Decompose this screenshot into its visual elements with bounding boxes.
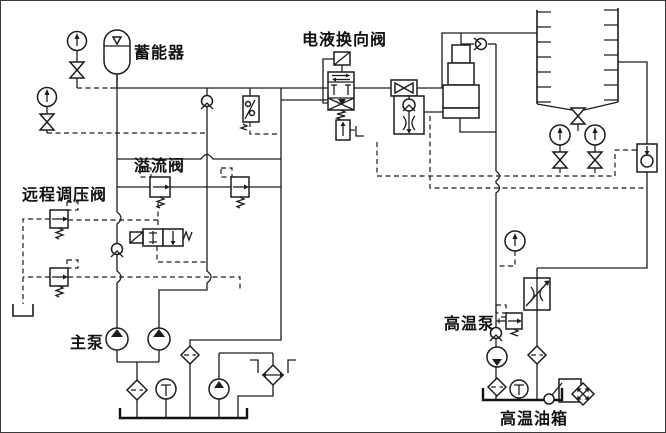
overhead-tank-symbol: [536, 8, 619, 131]
directional-valve-symbol: [327, 51, 364, 141]
gauge-valve-pair: [584, 124, 606, 169]
filter-icon: [486, 376, 508, 398]
gauge-valve-left: [36, 86, 58, 133]
shutoff-valve-icon: [586, 151, 604, 169]
shutoff-valve-icon: [68, 61, 86, 79]
press-cylinder-symbol: [442, 44, 480, 119]
drain-tank-icon: [12, 304, 34, 317]
check-valve-icon: [489, 326, 503, 342]
check-valve-icon: [200, 94, 214, 110]
label-accumulator: 蓄能器: [134, 43, 185, 62]
label-remote-pressure-valve: 远程调压阀: [22, 185, 107, 204]
gauge-high-temp-line: [504, 230, 526, 252]
one-way-throttle-symbol: [393, 95, 425, 135]
filter-icon: [125, 378, 149, 402]
thermometer-icon: [509, 379, 529, 399]
check-valve-icon: [110, 242, 124, 258]
shutoff-valve-icon: [569, 107, 587, 125]
cooler-icon: [250, 359, 296, 387]
shutoff-valve-icon: [551, 151, 569, 169]
gauge-valve-top-left: [66, 30, 88, 88]
remote-pilot-valve-symbol: [49, 259, 79, 298]
solenoid-valve-symbol: [129, 228, 193, 247]
pilot-check-valve-symbol: [636, 143, 658, 173]
label-main-pump: 主泵: [70, 333, 104, 352]
label-high-temp-tank: 高温油箱: [500, 409, 568, 428]
thermometer-icon: [155, 378, 177, 400]
ht-relief-valve-symbol: [495, 304, 523, 337]
gauge-valve-pair: [549, 124, 571, 169]
high-temp-tank-symbol: [481, 388, 564, 402]
heater-icon: [570, 381, 596, 407]
label-high-temp-pump: 高温泵: [444, 314, 495, 333]
circulation-pump-icon: [208, 378, 230, 400]
main-pump-icon: [147, 327, 171, 351]
pilot-drain-lines: [22, 87, 647, 324]
filter-icon: [526, 344, 548, 366]
orifice-symbol: [390, 79, 418, 97]
accumulator-symbol: [103, 29, 131, 88]
main-tank-symbol: [118, 408, 249, 420]
check-valve-icon: [473, 37, 488, 51]
relief-valve-symbol: [220, 167, 250, 209]
shutoff-valve-icon: [38, 113, 56, 131]
pressure-switch-symbol: [238, 95, 260, 131]
remote-pilot-valve-symbol: [49, 201, 79, 240]
flow-control-valve-symbol: [523, 277, 551, 311]
relief-valve-symbol: [139, 167, 171, 209]
main-pressure-lines: [110, 32, 648, 418]
high-temp-pump-icon: [486, 346, 508, 368]
filter-icon: [179, 344, 201, 366]
label-directional-valve: 电液换向阀: [302, 30, 387, 49]
main-pump-icon: [105, 327, 129, 351]
label-relief-valve: 溢流阀: [134, 156, 185, 175]
